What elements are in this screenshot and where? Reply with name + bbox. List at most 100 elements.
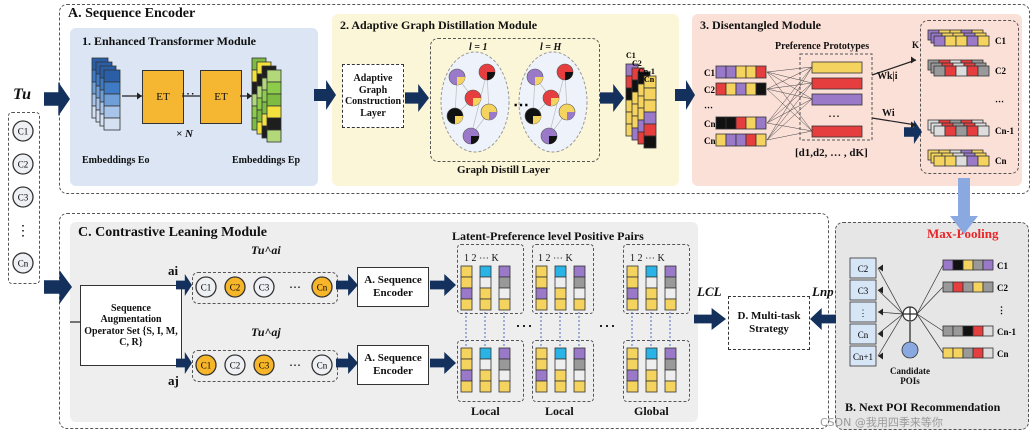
plus-right-edge: [916, 313, 944, 354]
encoder-box-i: A. Sequence Encoder: [357, 267, 429, 307]
graph-distill-label: Graph Distill Layer: [457, 164, 550, 176]
poi-right-cell: [982, 281, 994, 293]
pair-bottom-0: [479, 380, 492, 393]
tu-aj-label: Tu^aj: [251, 325, 281, 339]
dis-row-cell: [755, 65, 767, 79]
plus-right-edge: [916, 286, 944, 315]
pair-bottom-1: [535, 358, 548, 371]
prototype-frame: [799, 53, 873, 141]
input-sequence-box: [8, 112, 40, 284]
seq-j-item-4-text: Cn: [317, 361, 328, 371]
seq-dots: ⋮: [16, 224, 30, 239]
graph-layer-h-node-slice: [567, 112, 575, 120]
seq-j-item-0: [195, 354, 217, 376]
out-row-label-2: ⋯: [995, 96, 1004, 106]
dis-edge: [766, 82, 813, 124]
pair-bottom-1: [535, 380, 548, 393]
pair-bottom-2: [626, 369, 639, 382]
seq-i-item-0-text: C1: [201, 283, 212, 293]
w-i-head: [911, 121, 916, 129]
pair-top-0: [460, 276, 473, 289]
pair-bottom-0: [460, 347, 473, 360]
dis-row-cell: [735, 116, 747, 130]
out-cell: [955, 35, 968, 47]
graph-layer-1-node-slice: [455, 116, 463, 124]
emb-in-cell: [103, 105, 121, 119]
arrow-pair-j: [430, 352, 456, 374]
arrow-to-disentangled: [675, 80, 695, 110]
pair-top-0: [460, 265, 473, 278]
pair-local-2-top: [532, 244, 594, 314]
pair-top-1: [554, 298, 567, 311]
poi-right-cell: [952, 347, 964, 359]
dis-row-cell: [745, 133, 757, 147]
pair-top-1: [554, 265, 567, 278]
dims-label: [d1,d2, … , dK]: [795, 147, 868, 159]
graph-layer-h-edge: [548, 71, 566, 137]
poi-left-cell: [849, 323, 877, 345]
seq-i-item-0: [195, 276, 217, 298]
dis-edge: [766, 82, 813, 141]
dis-row-label-3: Cn-1: [704, 119, 724, 129]
seq-j-item-2-text: C3: [259, 361, 270, 371]
arrow-aj: [176, 352, 192, 374]
pair-bottom-1: [554, 358, 567, 371]
col-head-3: 1 2 ⋯ K: [630, 253, 665, 264]
pair-top-0: [460, 298, 473, 311]
graph-layer-h-node-slice: [565, 72, 573, 80]
seq-j-item-0-text: C1: [201, 361, 212, 371]
pair-bottom-0: [479, 369, 492, 382]
dis-row-cell: [745, 82, 757, 96]
dis-edge: [766, 98, 813, 141]
graph-layer-1-node-slice: [487, 72, 495, 80]
pair-bottom-0: [479, 358, 492, 371]
poi-left-text-3: Cn: [858, 330, 869, 340]
emb-in-cell: [103, 81, 121, 95]
out-cell: [944, 155, 957, 167]
w-kji-head: [911, 56, 916, 64]
pair-global-top: [623, 244, 690, 314]
pair-bottom-2: [664, 358, 677, 371]
sub1-title: 1. Enhanced Transformer Module: [82, 34, 257, 48]
arrow-into-contrastive: [44, 270, 72, 304]
graph-ellipsis: ⋯: [513, 97, 529, 114]
pair-top-0: [479, 287, 492, 300]
aj-label: aj: [168, 373, 179, 388]
poi-left-cell: [849, 301, 877, 323]
pair-local-2-bottom: [532, 340, 594, 402]
out-cell: [944, 125, 957, 137]
maxpool-head: [950, 216, 978, 234]
poi-right-text-0: C1: [997, 261, 1008, 271]
pair-bottom-0: [460, 380, 473, 393]
pair-bottom-0: [460, 369, 473, 382]
poi-right-cell: [942, 281, 954, 293]
dis-row-cell: [755, 116, 767, 130]
pair-top-1: [573, 298, 586, 311]
pair-local-1-top: [457, 244, 524, 314]
emb-in-cell: [103, 117, 121, 131]
poi-left-text-1: C3: [858, 286, 869, 296]
pair-bottom-2: [626, 358, 639, 371]
emb-in-cell: [103, 69, 121, 83]
l-np-label: Lnp: [812, 284, 834, 299]
stack-label-2: Cn-1: [638, 67, 655, 76]
dis-row-label-0: C1: [704, 68, 715, 78]
pair-bottom-1: [554, 369, 567, 382]
seq-i-item-1: [224, 276, 246, 298]
pair-bottom-0: [498, 347, 511, 360]
pair-top-1: [535, 276, 548, 289]
input-seq-circle-0-text: C1: [18, 127, 29, 137]
seq-i-item-2-text: C3: [259, 283, 270, 293]
pair-top-0: [498, 298, 511, 311]
pair-top-1: [573, 265, 586, 278]
seq-i-item-2: [253, 276, 275, 298]
arrow-into-encoder: [44, 82, 70, 116]
out-cell: [977, 125, 990, 137]
pair-bottom-0: [498, 369, 511, 382]
poi-left-text-2: ⋮: [859, 308, 868, 318]
plus-left-edge: [877, 289, 904, 315]
tu-ai-label: Tu^ai: [251, 243, 281, 257]
layer-1-label: l = 1: [469, 42, 488, 53]
et-block-2: ET: [200, 70, 242, 124]
